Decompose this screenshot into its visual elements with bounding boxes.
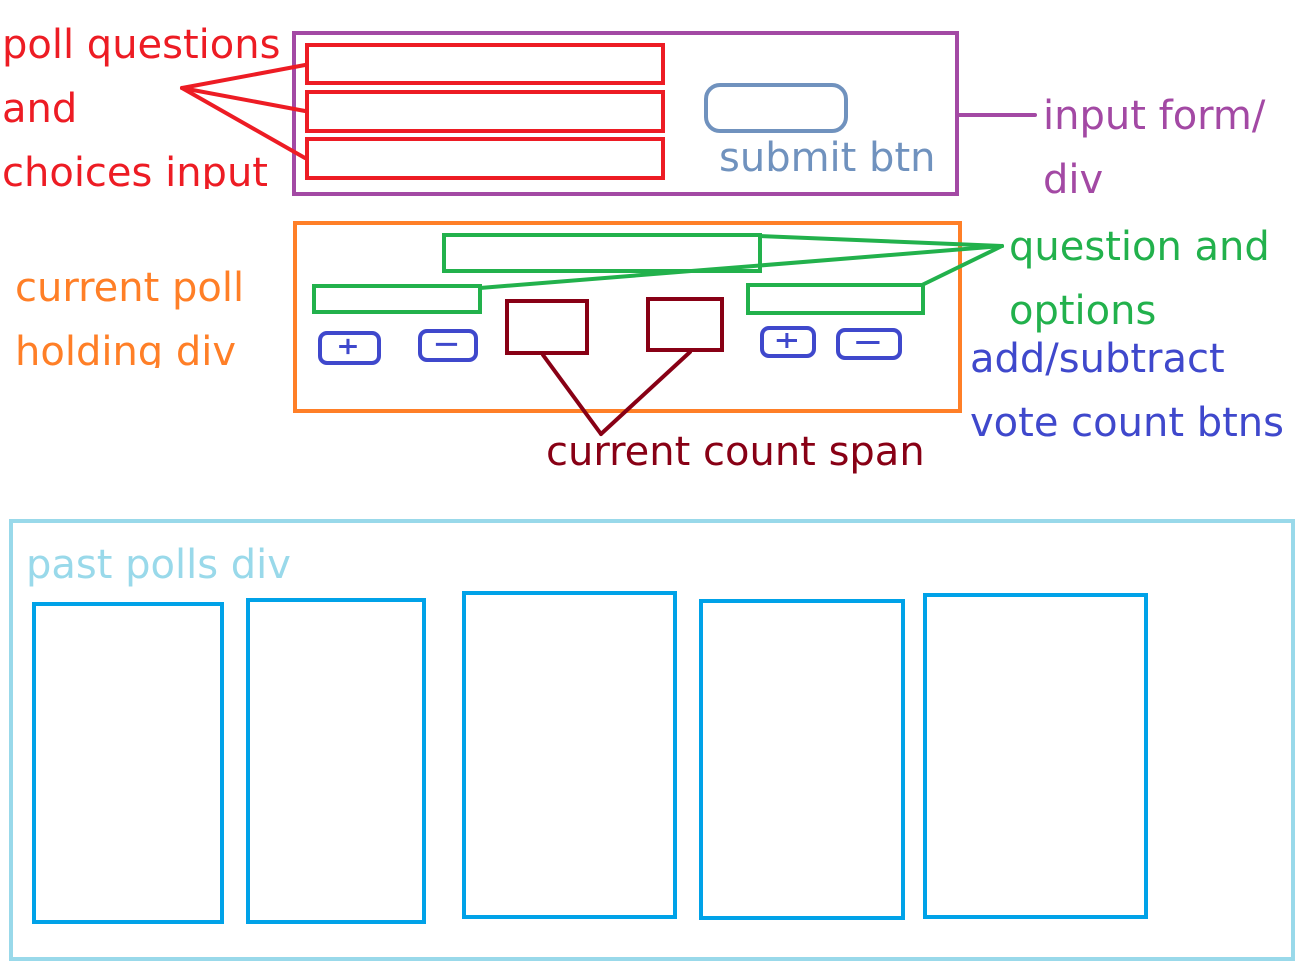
add-vote-button-2[interactable] (760, 326, 816, 358)
poll-question-input[interactable] (305, 43, 665, 85)
minus-icon (856, 341, 880, 344)
past-poll-card-5[interactable] (923, 593, 1148, 919)
vote-count-span-1 (505, 299, 589, 355)
label-input-form-line-2: div (1043, 157, 1104, 196)
subtract-vote-button-2[interactable] (836, 328, 902, 360)
label-submit-btn: submit btn (719, 126, 953, 190)
label-poll-questions: poll questions and choices input (2, 13, 294, 189)
label-past-polls: past polls div (26, 533, 316, 597)
label-current-poll-line-2: holding div (15, 329, 237, 368)
label-current-poll-line-1: current poll (15, 265, 245, 311)
label-poll-questions-line-1: poll questions (2, 22, 281, 68)
label-poll-questions-line-3: choices input (2, 150, 268, 189)
label-add-subtract-line-1: add/subtract (970, 336, 1225, 382)
past-poll-card-3[interactable] (462, 591, 677, 919)
past-poll-card-1[interactable] (32, 602, 224, 924)
plus-icon (339, 338, 357, 355)
choice-input-2[interactable] (305, 137, 665, 180)
vote-count-span-2 (646, 297, 724, 352)
submit-button[interactable] (704, 83, 848, 133)
poll-question-display (442, 233, 762, 273)
add-vote-button-1[interactable] (318, 331, 381, 365)
option-display-1 (312, 284, 482, 314)
label-poll-questions-line-2: and (2, 86, 78, 132)
label-current-poll: current poll holding div (15, 256, 285, 368)
label-input-form: input form/ div (1043, 84, 1298, 196)
label-past-polls-text: past polls div (26, 542, 291, 588)
past-poll-card-2[interactable] (246, 598, 426, 924)
minus-icon (435, 342, 458, 346)
past-poll-card-4[interactable] (699, 599, 905, 920)
label-add-subtract: add/subtract vote count btns (970, 327, 1304, 455)
subtract-vote-button-1[interactable] (418, 329, 478, 362)
label-current-count: current count span (546, 420, 946, 484)
past-polls-div (9, 519, 1295, 961)
choice-input-1[interactable] (305, 90, 665, 133)
label-current-count-text: current count span (546, 429, 925, 475)
label-add-subtract-line-2: vote count btns (970, 400, 1284, 446)
label-input-form-line-1: input form/ (1043, 93, 1266, 139)
label-submit-btn-text: submit btn (719, 135, 936, 181)
label-question-options-line-2: options (1009, 288, 1157, 334)
plus-icon (776, 333, 797, 348)
option-display-2 (746, 283, 925, 315)
label-question-options: question and options (1009, 215, 1299, 335)
label-question-options-line-1: question and (1009, 224, 1270, 270)
